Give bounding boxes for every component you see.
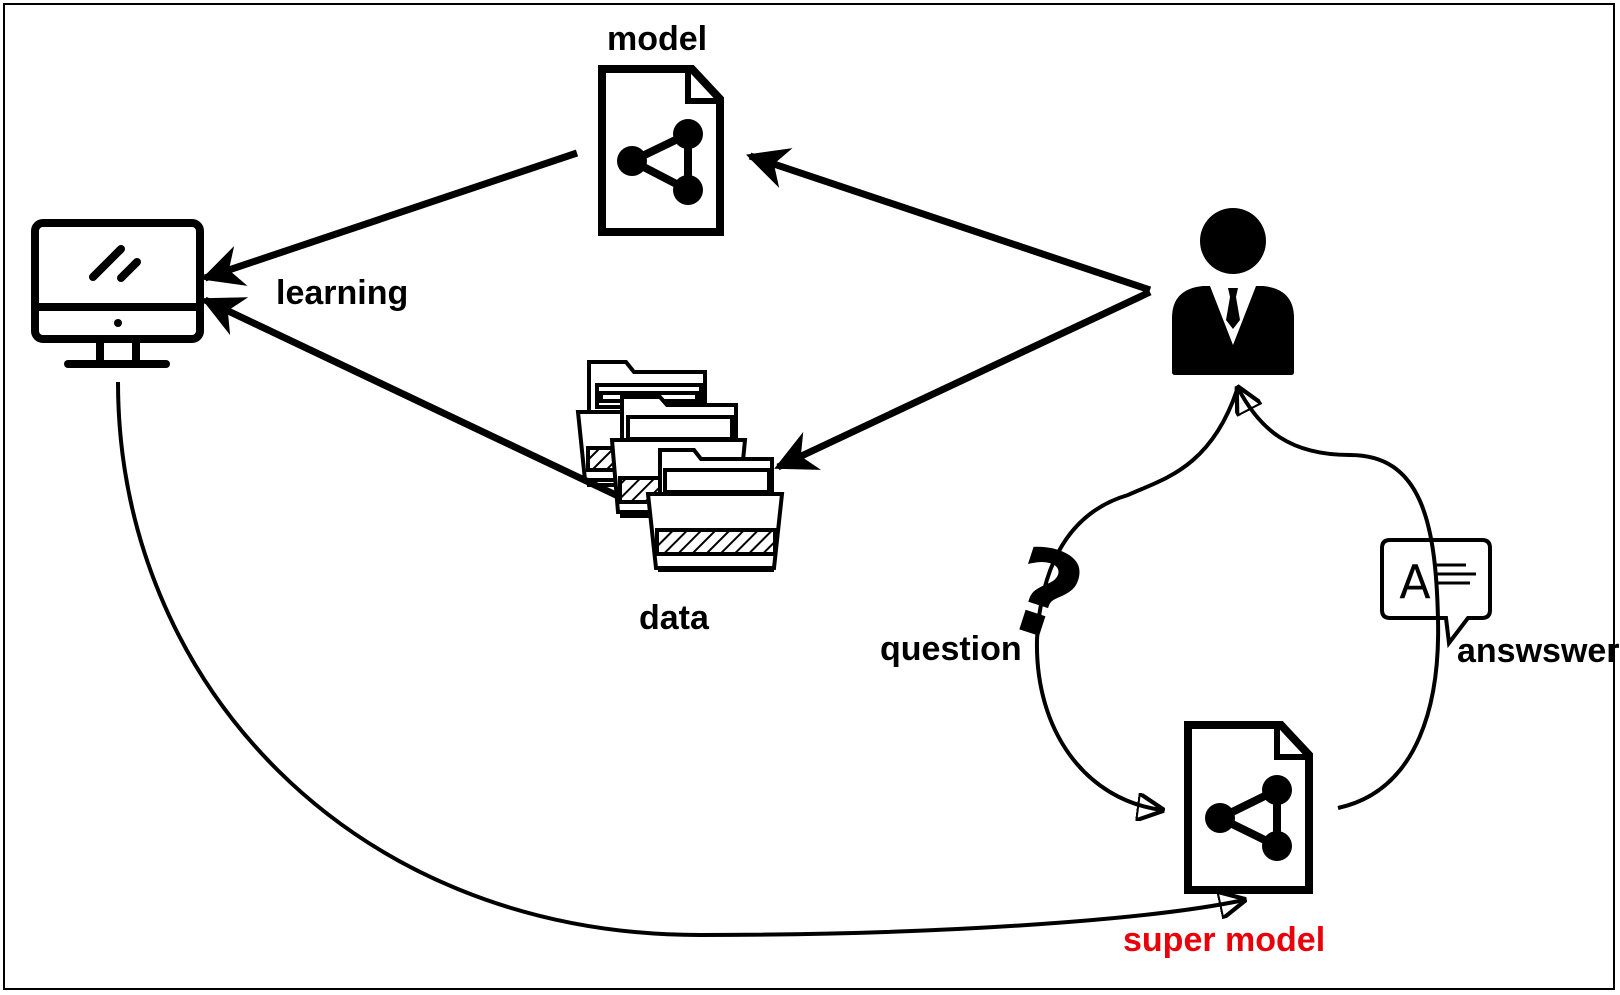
model-label: model bbox=[607, 20, 708, 58]
diagram-frame bbox=[3, 3, 1615, 990]
data-label: data bbox=[639, 599, 709, 637]
question-label: question bbox=[880, 630, 1022, 668]
arrow-person-to-data bbox=[774, 288, 1152, 471]
arrow-model-to-computer bbox=[201, 149, 579, 286]
answer-label: answswer bbox=[1457, 632, 1620, 670]
curve-person-to-super-model bbox=[1034, 389, 1239, 810]
arrow-person-to-model bbox=[746, 148, 1152, 294]
super-model-label: super model bbox=[1123, 921, 1326, 959]
curve-computer-to-super-model bbox=[116, 381, 1244, 938]
curve-super-model-to-person bbox=[1238, 388, 1441, 810]
person-icon bbox=[1172, 208, 1294, 375]
learning-label: learning bbox=[276, 274, 409, 312]
super-model-document-icon bbox=[1184, 721, 1313, 894]
svg-text:A: A bbox=[1399, 555, 1431, 609]
arrow-data-to-computer bbox=[201, 296, 620, 500]
data-folders-icon bbox=[575, 360, 785, 572]
model-document-icon bbox=[598, 65, 724, 236]
computer-monitor-icon bbox=[31, 219, 204, 368]
